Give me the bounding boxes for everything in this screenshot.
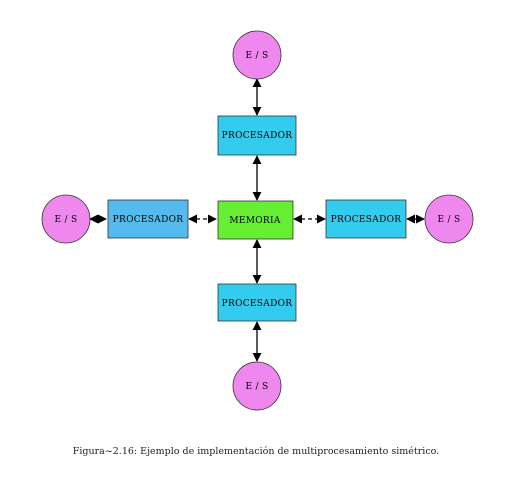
processor-label-left: PROCESADOR [113, 215, 184, 225]
processor-box-left [107, 199, 189, 239]
processor-box-right [325, 199, 407, 239]
processor-label-bottom: PROCESADOR [222, 299, 293, 309]
io-label-top: E / S [246, 51, 269, 61]
io-label-right: E / S [438, 215, 461, 225]
processor-node-left: PROCESADOR [107, 199, 189, 239]
io-node-right: E / S [424, 194, 474, 244]
processor-node-top: PROCESADOR [217, 115, 297, 156]
memory-node: MEMORIA [217, 200, 294, 240]
processor-label-top: PROCESADOR [222, 131, 293, 141]
processor-box-top [217, 115, 297, 156]
processor-node-right: PROCESADOR [325, 199, 407, 239]
io-node-bottom: E / S [232, 361, 282, 411]
edges [89, 78, 425, 362]
io-circle-bottom [232, 361, 282, 411]
processor-label-right: PROCESADOR [331, 215, 402, 225]
io-circle-right [424, 194, 474, 244]
processor-node-bottom: PROCESADOR [217, 283, 297, 322]
io-circle-top [232, 30, 282, 80]
io-label-bottom: E / S [246, 382, 269, 392]
memory-label: MEMORIA [229, 216, 281, 226]
io-label-left: E / S [55, 215, 78, 225]
processor-box-bottom [217, 283, 297, 322]
io-circle-left [41, 194, 91, 244]
memory-box [217, 200, 294, 240]
figure-caption: Figura~2.16: Ejemplo de implementación d… [72, 446, 440, 457]
io-node-top: E / S [232, 30, 282, 80]
io-node-left: E / S [41, 194, 91, 244]
